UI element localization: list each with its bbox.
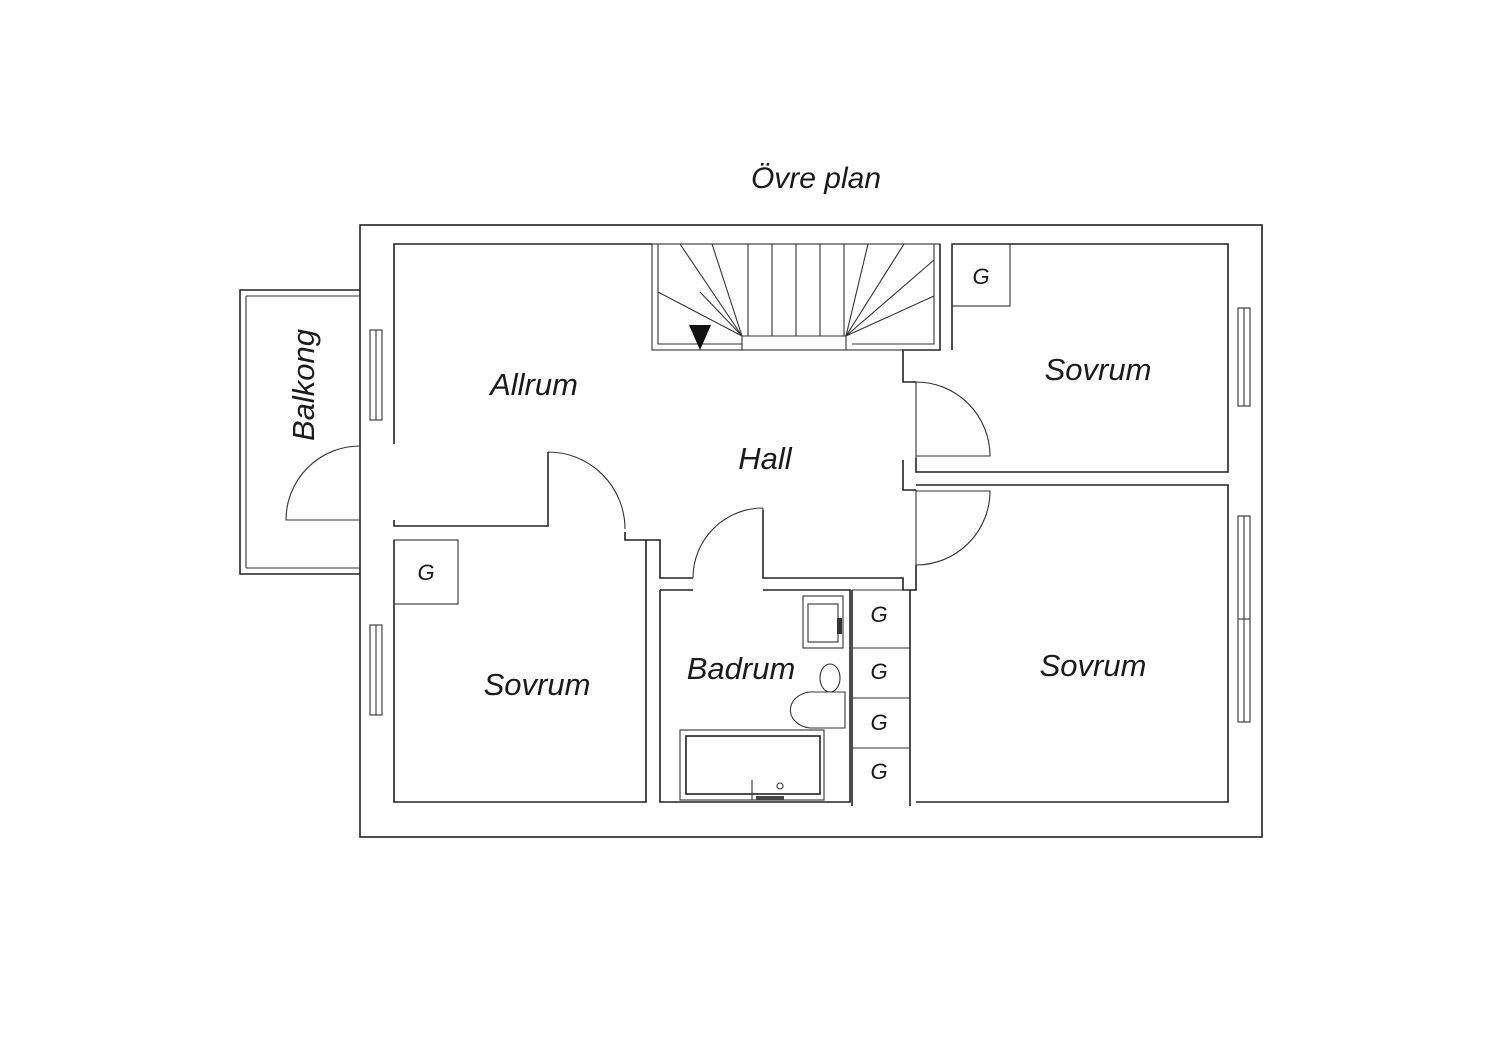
closet-ne [951, 243, 1011, 307]
room-label-badrum: Badrum [687, 651, 796, 686]
sink [802, 595, 844, 649]
windows [369, 307, 1251, 723]
doors [285, 381, 991, 579]
room-label-hall: Hall [738, 441, 793, 476]
stair-direction-arrow-icon [689, 325, 711, 350]
room-label-sovrum-sw: Sovrum [484, 667, 591, 702]
room-label-allrum: Allrum [488, 367, 578, 402]
closet-label-row3: G [870, 710, 887, 735]
room-labels: Allrum Hall Sovrum Sovrum Sovrum Badrum … [286, 329, 1151, 702]
staircase [651, 243, 941, 351]
faucet-icon [837, 618, 842, 634]
balcony [239, 289, 360, 575]
room-label-balkong: Balkong [286, 329, 321, 441]
closet-label-row4: G [870, 759, 887, 784]
closet-sw [393, 539, 459, 605]
room-label-sovrum-ne: Sovrum [1045, 352, 1152, 387]
closet-label-row1: G [870, 602, 887, 627]
closet-label-row2: G [870, 659, 887, 684]
closets: G G G G G G [393, 243, 1011, 784]
bathtub-drain-icon [756, 796, 784, 800]
interior-walls [393, 243, 1229, 806]
closet-label-sw: G [417, 560, 434, 585]
closet-label-ne: G [972, 264, 989, 289]
room-label-sovrum-se: Sovrum [1040, 648, 1147, 683]
outer-walls [359, 224, 1263, 838]
plan-title: Övre plan [751, 162, 881, 195]
toilet [819, 663, 841, 693]
bathroom-fixtures [679, 595, 846, 801]
